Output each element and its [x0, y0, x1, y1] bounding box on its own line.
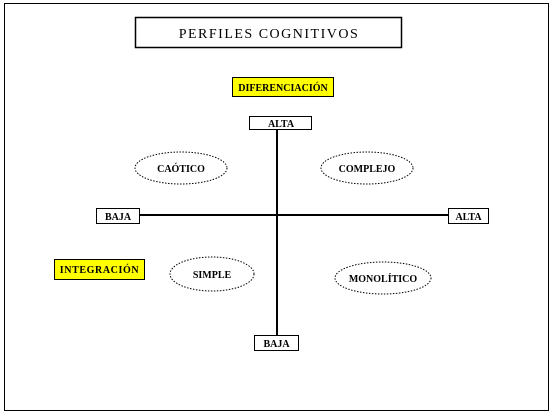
- vertical-axis-low-box: [254, 335, 299, 351]
- title-group: PERFILES COGNITIVOS: [134, 16, 403, 49]
- vertical-axis-name: DIFERENCIACIÓN: [238, 82, 328, 94]
- vertical-axis-low-label: BAJA: [263, 339, 290, 350]
- quadrant-bottom-right: MONOLÍTICO: [334, 261, 432, 295]
- vertical-axis-name-box: [232, 77, 334, 97]
- quadrant-bottom-left-oval: [169, 256, 255, 292]
- horizontal-axis-high-group: ALTA: [448, 208, 489, 224]
- quadrant-bottom-right-oval: [334, 261, 432, 295]
- horizontal-axis-low-group: BAJA: [96, 208, 140, 224]
- diagram-title: PERFILES COGNITIVOS: [179, 27, 360, 42]
- quadrant-top-right: COMPLEJO: [320, 151, 414, 185]
- horizontal-axis-low-box: [96, 208, 140, 224]
- vertical-axis-high-group: ALTA: [249, 116, 312, 130]
- quadrant-top-left-label: CAÓTICO: [157, 163, 205, 175]
- quadrant-bottom-left-label: SIMPLE: [193, 270, 232, 281]
- horizontal-axis-high-label: ALTA: [455, 212, 482, 223]
- quadrant-bottom-left: SIMPLE: [169, 256, 255, 292]
- vertical-axis-high-label: ALTA: [268, 119, 295, 130]
- title-box: [134, 16, 403, 49]
- quadrant-top-right-oval: [320, 151, 414, 185]
- vertical-axis-name-group: DIFERENCIACIÓN: [232, 77, 334, 97]
- horizontal-axis-name: INTEGRACIÓN: [60, 264, 140, 276]
- quadrant-top-left: CAÓTICO: [134, 151, 228, 185]
- vertical-axis-high-box: [249, 116, 312, 130]
- quadrant-top-left-oval: [134, 151, 228, 185]
- horizontal-axis-name-group: INTEGRACIÓN: [54, 259, 145, 280]
- vertical-axis-low-group: BAJA: [254, 335, 299, 351]
- horizontal-axis-low-label: BAJA: [105, 212, 132, 223]
- horizontal-axis-name-box: [54, 259, 145, 280]
- quadrant-bottom-right-label: MONOLÍTICO: [349, 273, 418, 285]
- quadrant-top-right-label: COMPLEJO: [339, 164, 396, 175]
- horizontal-axis-high-box: [448, 208, 489, 224]
